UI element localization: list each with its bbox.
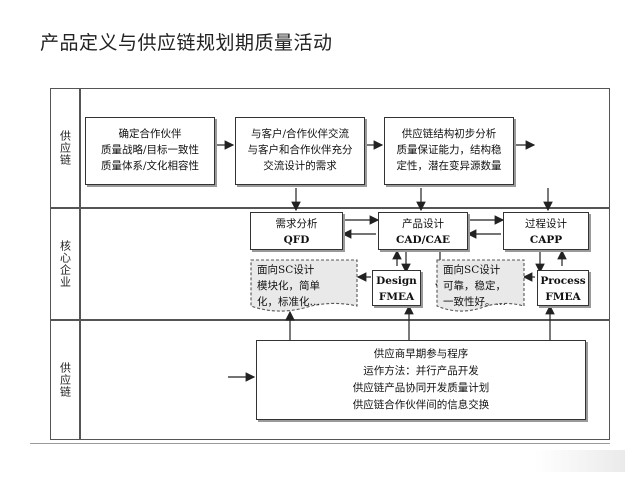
lane-label-core-enterprise: 核心企业 — [58, 240, 72, 288]
note-design-for-sc-modular: 面向SC设计 模块化，简单 化，标准化… — [257, 264, 320, 308]
lane-divider — [50, 207, 610, 209]
diagram-frame — [50, 88, 610, 440]
box-design-fmea: Design FMEA — [372, 270, 421, 306]
box-determine-partner: 确定合作伙伴 质量战略/目标一致性 质量体系/文化相容性 — [85, 117, 215, 185]
box-supply-chain-structure-analysis: 供应链结构初步分析 质量保证能力，结构稳 定性，潜在变异源数量 — [384, 117, 514, 185]
page-title: 产品定义与供应链规划期质量活动 — [40, 32, 333, 54]
lane-label-supply-chain-top: 供应链 — [58, 130, 72, 166]
lane-label-column-divider — [79, 88, 81, 440]
divider-line — [30, 443, 610, 444]
box-process-design-capp: 过程设计 CAPP — [503, 212, 589, 250]
box-process-fmea: Process FMEA — [537, 270, 589, 306]
watermark — [535, 450, 625, 472]
box-customer-partner-exchange: 与客户/合作伙伴交流 与客户和合作伙伴充分 交流设计的需求 — [235, 117, 365, 185]
lane-label-supply-chain-bottom: 供应链 — [58, 362, 72, 398]
note-design-for-sc-reliable: 面向SC设计 可靠，稳定， 一致性好。… — [443, 264, 506, 308]
box-supplier-early-involvement: 供应商早期参与程序 运作方法：并行产品开发 供应链产品协同开发质量计划 供应链合… — [256, 340, 586, 420]
lane-divider — [50, 319, 610, 321]
box-product-design-cad: 产品设计 CAD/CAE — [378, 212, 468, 250]
box-requirement-analysis-qfd: 需求分析 QFD — [250, 212, 343, 250]
